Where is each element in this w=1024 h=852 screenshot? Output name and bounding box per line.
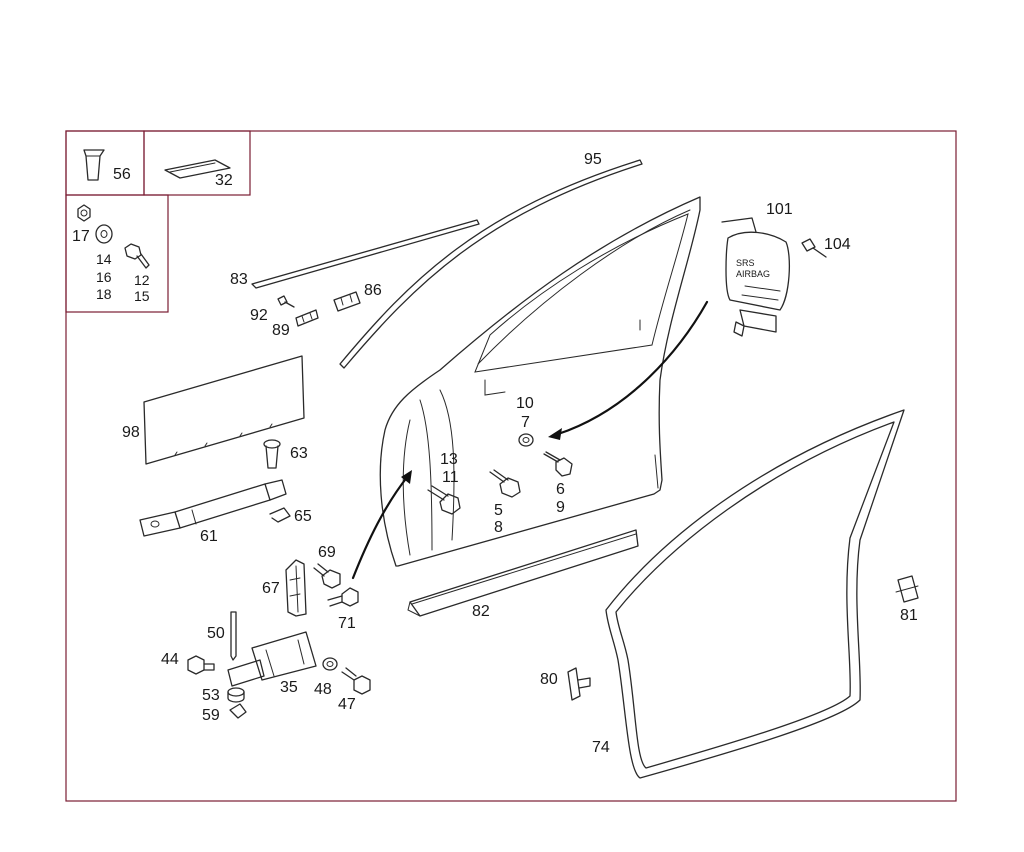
label-104: 104: [824, 236, 851, 253]
label-89: 89: [272, 322, 290, 339]
label-69: 69: [318, 544, 336, 561]
label-16: 16: [96, 269, 112, 285]
inset-box-56: [65, 130, 145, 196]
airbag-label-srs: SRS: [736, 258, 755, 268]
part-92-clip: [277, 295, 295, 308]
label-7: 7: [521, 414, 530, 431]
part-53-spacer: [227, 687, 245, 703]
label-32: 32: [215, 172, 233, 189]
label-61: 61: [200, 528, 218, 545]
label-56: 56: [113, 166, 131, 183]
part-10-washer: [518, 433, 534, 447]
part-17-nut: [77, 204, 91, 222]
label-95: 95: [584, 151, 602, 168]
label-35: 35: [280, 679, 298, 696]
part-82-sill-strip: [407, 529, 639, 617]
part-104-pin: [801, 238, 827, 258]
part-59-clip: [229, 703, 247, 719]
part-65-clip: [269, 507, 291, 523]
part-81-clip: [895, 575, 919, 603]
part-86-clip: [333, 291, 361, 312]
inset-box-32: [143, 130, 251, 196]
label-17: 17: [72, 228, 90, 245]
part-98-moisture-foil: [143, 355, 305, 465]
diagram-frame: [65, 130, 957, 802]
label-15: 15: [134, 288, 150, 304]
part-56-expansion-nut: [83, 149, 105, 181]
part-67-hinge: [285, 559, 307, 617]
label-63: 63: [290, 445, 308, 462]
label-10: 10: [516, 395, 534, 412]
part-48-washer: [322, 657, 338, 671]
part-83-trim-strip: [251, 219, 480, 289]
arrow-airbag-to-door: [548, 300, 709, 440]
part-80-clip: [567, 667, 591, 701]
label-101: 101: [766, 201, 793, 218]
part-50-pin: [230, 611, 237, 661]
part-101-srs-airbag: SRS AIRBAG: [721, 217, 790, 337]
label-67: 67: [262, 580, 280, 597]
part-95-window-seal: [339, 159, 643, 369]
part-6-bolt: [543, 451, 573, 477]
label-74: 74: [592, 739, 610, 756]
part-14-washer: [95, 224, 113, 244]
label-53: 53: [202, 687, 220, 704]
label-9: 9: [556, 499, 565, 516]
label-12: 12: [134, 272, 150, 288]
part-44-bolt: [187, 655, 215, 675]
label-6: 6: [556, 481, 565, 498]
label-65: 65: [294, 508, 312, 525]
part-89-clip: [295, 309, 319, 327]
label-80: 80: [540, 671, 558, 688]
label-83: 83: [230, 271, 248, 288]
door-shell: [379, 196, 701, 567]
label-14: 14: [96, 251, 112, 267]
label-71: 71: [338, 615, 356, 632]
part-74-door-seal: [605, 409, 905, 779]
part-32-pad: [164, 159, 231, 179]
label-86: 86: [364, 282, 382, 299]
part-61-door-check: [139, 479, 287, 537]
label-92: 92: [250, 307, 268, 324]
label-81: 81: [900, 607, 918, 624]
part-5-bolt: [489, 469, 521, 498]
airbag-label-airbag: AIRBAG: [736, 269, 770, 279]
part-63-pin: [263, 439, 281, 469]
label-8: 8: [494, 519, 503, 536]
label-18: 18: [96, 286, 112, 302]
arrow-hinge-to-door: [351, 470, 412, 580]
label-47: 47: [338, 696, 356, 713]
label-13: 13: [440, 451, 458, 468]
part-12-bolt: [124, 243, 150, 269]
label-50: 50: [207, 625, 225, 642]
label-44: 44: [161, 651, 179, 668]
label-11: 11: [442, 469, 459, 486]
part-71-bolt: [327, 587, 359, 607]
part-13-bolt: [427, 485, 461, 515]
part-69-bolt: [313, 563, 341, 589]
label-98: 98: [122, 424, 140, 441]
inset-box-fasteners: [65, 194, 169, 313]
label-5: 5: [494, 502, 503, 519]
label-59: 59: [202, 707, 220, 724]
part-47-bolt: [341, 667, 371, 695]
label-82: 82: [472, 603, 490, 620]
part-35-lower-hinge: [227, 631, 317, 687]
label-48: 48: [314, 681, 332, 698]
